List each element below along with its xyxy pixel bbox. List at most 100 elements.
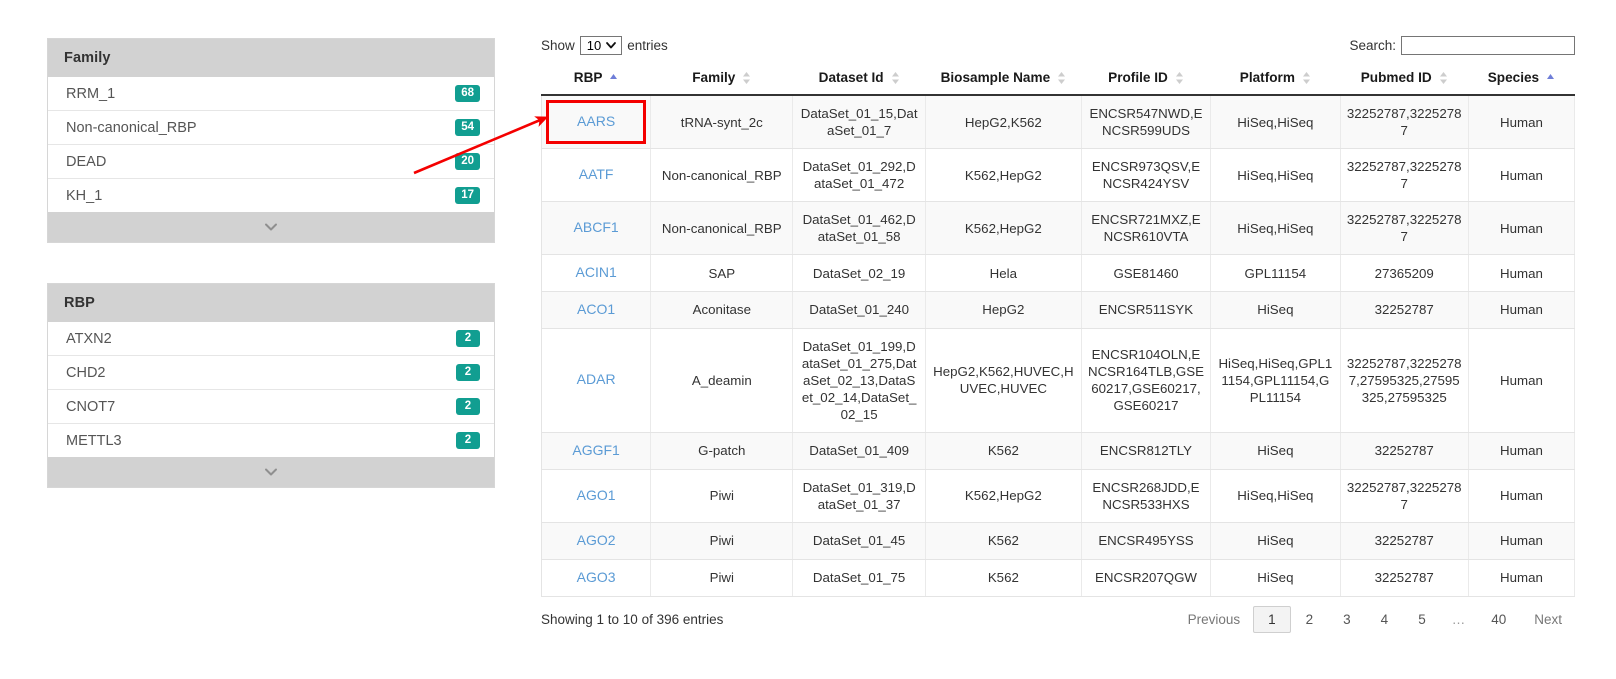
facet-item-count: 17 — [455, 186, 480, 205]
cell-profile-id: ENCSR207QGW — [1080, 558, 1212, 597]
cell-biosample-name: K562,HepG2 — [924, 201, 1082, 256]
pagination-previous[interactable]: Previous — [1187, 611, 1241, 627]
table-header-row: RBP Family — [541, 63, 1575, 96]
cell-dataset-id: DataSet_01_199,DataSet_01_275,DataSet_02… — [792, 327, 926, 433]
rbp-link[interactable]: ACO1 — [577, 301, 616, 317]
datatable-footer: Showing 1 to 10 of 396 entries Previous … — [541, 605, 1575, 634]
rbp-link[interactable]: ADAR — [576, 371, 616, 388]
datatable-container: Show 10 entries Search: — [540, 33, 1576, 634]
column-header-biosample-name[interactable]: Biosample Name — [925, 63, 1082, 96]
facet-item-chd2[interactable]: CHD2 2 — [48, 355, 494, 389]
pagination-ellipsis: … — [1451, 611, 1466, 627]
pagination-page-40[interactable]: 40 — [1491, 611, 1507, 627]
cell-species: Human — [1467, 327, 1576, 433]
column-header-pubmed-id[interactable]: Pubmed ID — [1340, 63, 1469, 96]
rbp-link[interactable]: ABCF1 — [573, 219, 619, 236]
facet-item-kh-1[interactable]: KH_1 17 — [48, 178, 494, 212]
cell-biosample-name: HepG2,K562 — [924, 94, 1082, 150]
cell-pubmed-id: 32252787 — [1339, 521, 1469, 560]
cell-family: Piwi — [650, 468, 794, 523]
rbp-link[interactable]: AGGF1 — [572, 441, 620, 458]
cell-family: Aconitase — [650, 291, 794, 329]
cell-rbp: AARS — [540, 94, 652, 150]
cell-rbp: ACIN1 — [540, 254, 652, 292]
cell-family: SAP — [650, 254, 794, 292]
cell-pubmed-id: 32252787 — [1339, 558, 1469, 597]
table-row: AGO3 Piwi DataSet_01_75 K562 ENCSR207QGW… — [540, 558, 1576, 597]
cell-dataset-id: DataSet_01_292,DataSet_01_472 — [792, 148, 926, 203]
datatable-controls: Show 10 entries Search: — [541, 33, 1575, 57]
cell-platform: HiSeq,HiSeq — [1210, 468, 1341, 523]
facet-item-label: DEAD — [66, 153, 107, 170]
pagination-page-3[interactable]: 3 — [1343, 611, 1351, 627]
cell-profile-id: ENCSR973QSV,ENCSR424YSV — [1080, 148, 1212, 203]
cell-species: Human — [1467, 521, 1576, 560]
facet-item-mettl3[interactable]: METTL3 2 — [48, 423, 494, 457]
cell-rbp: AGO2 — [540, 521, 652, 560]
cell-rbp: AATF — [540, 148, 652, 203]
sort-both-icon — [1302, 71, 1310, 84]
rbp-link[interactable]: AGO1 — [576, 486, 616, 503]
column-header-dataset-id[interactable]: Dataset Id — [792, 63, 926, 96]
facet-list-rbp: ATXN2 2 CHD2 2 CNOT7 2 METTL3 2 — [48, 322, 494, 457]
cell-platform: HiSeq,HiSeq,GPL11154,GPL11154,GPL11154 — [1210, 327, 1341, 433]
table-row: ACIN1 SAP DataSet_02_19 Hela GSE81460 GP… — [540, 254, 1576, 292]
cell-rbp: ABCF1 — [540, 201, 652, 256]
pagination-page-4[interactable]: 4 — [1380, 611, 1389, 627]
chevron-down-icon — [265, 468, 277, 476]
column-header-profile-id[interactable]: Profile ID — [1081, 63, 1211, 96]
cell-pubmed-id: 32252787 — [1339, 291, 1469, 329]
column-header-species[interactable]: Species — [1468, 63, 1575, 96]
cell-profile-id: ENCSR495YSS — [1080, 521, 1212, 560]
cell-species: Human — [1467, 94, 1576, 150]
rbp-link[interactable]: AGO2 — [576, 531, 616, 548]
cell-species: Human — [1467, 468, 1576, 523]
facet-expand-family-button[interactable] — [48, 212, 494, 242]
sort-both-icon — [1175, 71, 1183, 84]
cell-species: Human — [1467, 431, 1576, 470]
sort-both-icon — [743, 71, 751, 84]
cell-platform: HiSeq — [1210, 431, 1341, 470]
pagination-page-1[interactable]: 1 — [1253, 605, 1291, 634]
sort-ascending-icon — [1547, 73, 1555, 79]
rbp-link[interactable]: ACIN1 — [575, 264, 617, 281]
facet-item-non-canonical-rbp[interactable]: Non-canonical_RBP 54 — [48, 110, 494, 144]
cell-pubmed-id: 32252787,32252787,27595325,27595325,2759… — [1339, 327, 1469, 433]
cell-species: Human — [1467, 558, 1576, 597]
cell-species: Human — [1467, 291, 1576, 329]
facet-item-atxn2[interactable]: ATXN2 2 — [48, 322, 494, 355]
facet-item-count: 54 — [455, 118, 480, 137]
cell-biosample-name: K562 — [924, 431, 1082, 470]
rbp-link[interactable]: AGO3 — [576, 568, 616, 585]
pagination-page-5[interactable]: 5 — [1418, 611, 1426, 627]
column-header-rbp[interactable]: RBP — [541, 63, 651, 96]
search-input[interactable] — [1401, 35, 1575, 55]
cell-biosample-name: HepG2 — [924, 291, 1082, 329]
facet-item-cnot7[interactable]: CNOT7 2 — [48, 389, 494, 423]
cell-pubmed-id: 32252787,32252787 — [1339, 201, 1469, 256]
pagination-page-2[interactable]: 2 — [1305, 611, 1314, 627]
results-table: RBP Family — [540, 63, 1576, 597]
sort-both-icon — [891, 71, 899, 84]
column-header-platform[interactable]: Platform — [1210, 63, 1341, 96]
cell-profile-id: ENCSR104OLN,ENCSR164TLB,GSE60217,GSE6021… — [1080, 327, 1212, 433]
page-length-select[interactable]: 10 — [579, 35, 623, 55]
facet-item-dead[interactable]: DEAD 20 — [48, 144, 494, 178]
facet-item-count: 2 — [456, 431, 480, 450]
pagination: Previous 1 2 3 4 5 … 40 Next — [1175, 605, 1575, 634]
rbp-link[interactable]: AATF — [578, 166, 614, 183]
facet-item-label: METTL3 — [66, 432, 122, 449]
rbp-link[interactable]: AARS — [577, 113, 616, 130]
column-header-family[interactable]: Family — [650, 63, 793, 96]
table-header: RBP Family — [541, 63, 1575, 96]
cell-rbp: AGO3 — [540, 558, 652, 597]
facet-item-count: 2 — [456, 329, 480, 348]
facet-expand-rbp-button[interactable] — [48, 457, 494, 487]
pagination-next[interactable]: Next — [1534, 611, 1562, 627]
facet-item-rrm-1[interactable]: RRM_1 68 — [48, 77, 494, 110]
search-control: Search: — [1349, 35, 1575, 55]
column-label: RBP — [573, 70, 603, 85]
entries-label: entries — [627, 37, 668, 53]
cell-dataset-id: DataSet_01_15,DataSet_01_7 — [792, 94, 926, 150]
table-body: AARS tRNA-synt_2c DataSet_01_15,DataSet_… — [540, 94, 1576, 597]
